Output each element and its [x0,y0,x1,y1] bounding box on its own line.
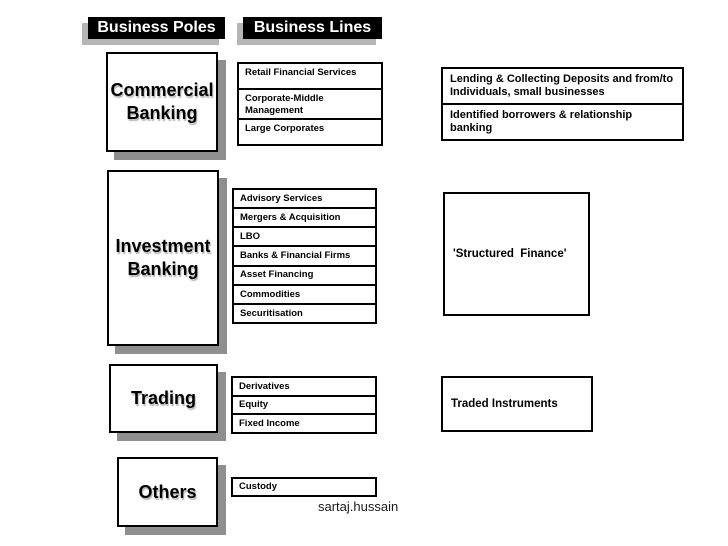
commercial-description-borrowers: Identified borrowers & relationship bank… [450,109,633,134]
structured-finance-label: 'Structured Finance' [453,247,567,260]
commercial-description-lending: Lending & Collecting Deposits and from/t… [443,69,682,105]
line-item-equity: Equity [233,397,375,416]
line-item-commodities: Commodities [234,286,375,305]
trading-description-box: Traded Instruments [441,376,593,432]
traded-instruments-label: Traded Instruments [451,397,558,410]
line-item-fixed-income: Fixed Income [239,417,300,429]
pole-investment-banking: Investment Banking [107,170,219,346]
investment-lines-list: Advisory Services Mergers & Acquisition … [232,188,377,324]
line-item-custody: Custody [239,481,277,493]
line-item-large-corporates: Large Corporates [245,123,325,134]
line-item-mergers-acquisition: Mergers & Acquisition [234,209,375,229]
line-item-corporate-middle-management: Corporate-Middle Management [239,90,381,120]
business-lines-header: Business Lines [243,17,382,39]
line-item-lbo: LBO [234,228,375,248]
trading-lines-list: Derivatives Equity Fixed Income [231,376,377,434]
commercial-lines-list: Retail Financial Services Corporate-Midd… [237,62,383,146]
pole-others: Others [117,457,218,527]
pole-trading: Trading [109,364,218,433]
commercial-description-box: Lending & Collecting Deposits and from/t… [441,67,684,141]
investment-description-box: 'Structured Finance' [443,192,590,316]
line-item-asset-financing: Asset Financing [234,267,375,286]
line-item-advisory-services: Advisory Services [234,190,375,210]
others-lines-list: Custody [231,477,377,497]
pole-commercial-banking: Commercial Banking [106,52,218,152]
business-poles-header: Business Poles [88,17,225,39]
line-item-securitisation: Securitisation [240,307,303,319]
line-item-derivatives: Derivatives [233,378,375,397]
line-item-banks-financial-firms: Banks & Financial Firms [234,247,375,267]
line-item-retail-financial-services: Retail Financial Services [239,64,381,90]
credit-text: sartaj.hussain [318,499,399,514]
